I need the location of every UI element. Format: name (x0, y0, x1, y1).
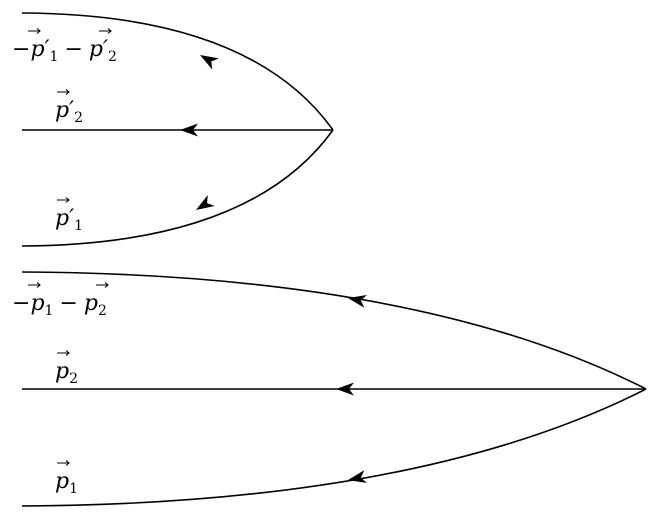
vec-accent-top-1 (28, 28, 41, 34)
vec-accent-bottom-1 (28, 282, 41, 288)
vec-accent-top-4 (57, 197, 70, 203)
vec-accent-top-3 (57, 89, 70, 95)
bottom-label-lower: p1 (55, 469, 78, 497)
vec-accent-bottom-3 (57, 350, 70, 356)
top-label-upper: −p′1−p′2 (12, 37, 117, 65)
bottom-line-upper (21, 271, 647, 390)
vec-accent-top-2 (99, 28, 112, 34)
top-arrow-upper (196, 49, 219, 70)
vec-accent-bottom-4 (57, 460, 70, 466)
top-arrow-lower (192, 194, 215, 216)
top-label-middle: p′2 (55, 98, 83, 126)
bottom-diagram: −p1−p2 p2 p1 (12, 271, 647, 507)
top-label-lower: p′1 (55, 206, 83, 234)
bottom-label-upper: −p1−p2 (12, 291, 107, 319)
vec-accent-bottom-2 (96, 282, 109, 288)
top-line-lower (21, 129, 334, 247)
top-diagram: −p′1−p′2 p′2 p′1 (12, 12, 334, 247)
bottom-label-middle: p2 (55, 359, 78, 387)
top-line-upper (21, 12, 334, 131)
vector-accents (28, 28, 112, 466)
bottom-line-lower (21, 388, 647, 507)
